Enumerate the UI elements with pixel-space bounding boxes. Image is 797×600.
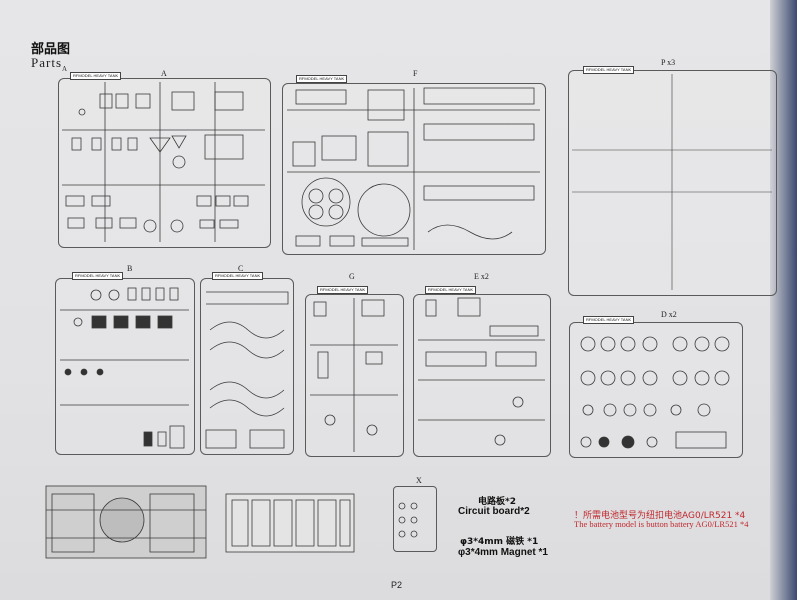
circuit-board-en: Circuit board*2 bbox=[458, 506, 530, 517]
page-title-cn: 部品图 bbox=[31, 42, 71, 57]
sprue-d-frame bbox=[569, 322, 743, 458]
sprue-c-brand: RFMODEL HEAVY TANK bbox=[212, 272, 264, 280]
sprue-c-label: C bbox=[238, 264, 244, 273]
sprue-b-label: B bbox=[127, 264, 133, 273]
magnet-cn: φ3*4mm 磁铁 *1 bbox=[460, 537, 539, 547]
sprue-g-label: G bbox=[349, 272, 355, 281]
sprue-g-frame bbox=[305, 294, 404, 457]
battery-note-cn: ！所需电池型号为纽扣电池AG0/LR521 *4 bbox=[574, 511, 746, 521]
magnet-en: φ3*4mm Magnet *1 bbox=[458, 547, 548, 558]
circuit-board-cn: 电路板*2 bbox=[478, 497, 516, 507]
page-number: P2 bbox=[391, 580, 403, 590]
sprue-a-label: A bbox=[161, 69, 167, 78]
sprue-x-label: X bbox=[416, 476, 422, 485]
sprue-a-tag: A bbox=[62, 65, 68, 73]
page-fold-shadow bbox=[770, 0, 797, 600]
sprue-p-brand: RFMODEL HEAVY TANK bbox=[583, 66, 635, 74]
sprue-e-frame bbox=[413, 294, 551, 457]
sprue-e-label: E x2 bbox=[474, 272, 489, 281]
sprue-e-brand: RFMODEL HEAVY TANK bbox=[425, 286, 477, 294]
sprue-d-brand: RFMODEL HEAVY TANK bbox=[583, 316, 635, 324]
sprue-p-label: P x3 bbox=[661, 58, 676, 67]
sprue-p-frame bbox=[568, 70, 777, 296]
sprue-f-label: F bbox=[413, 69, 418, 78]
sprue-b-frame bbox=[55, 278, 195, 455]
battery-note-en: The battery model is button battery AG0/… bbox=[574, 519, 749, 529]
sprue-b-brand: RFMODEL HEAVY TANK bbox=[72, 272, 124, 280]
page-title-en: Parts bbox=[31, 55, 62, 70]
sprue-g-brand: RFMODEL HEAVY TANK bbox=[317, 286, 369, 294]
sprue-d-label: D x2 bbox=[661, 310, 677, 319]
sprue-f-brand: RFMODEL HEAVY TANK bbox=[296, 75, 348, 83]
sprue-x-frame bbox=[393, 486, 437, 552]
sprue-a-brand: RFMODEL HEAVY TANK bbox=[70, 72, 122, 80]
